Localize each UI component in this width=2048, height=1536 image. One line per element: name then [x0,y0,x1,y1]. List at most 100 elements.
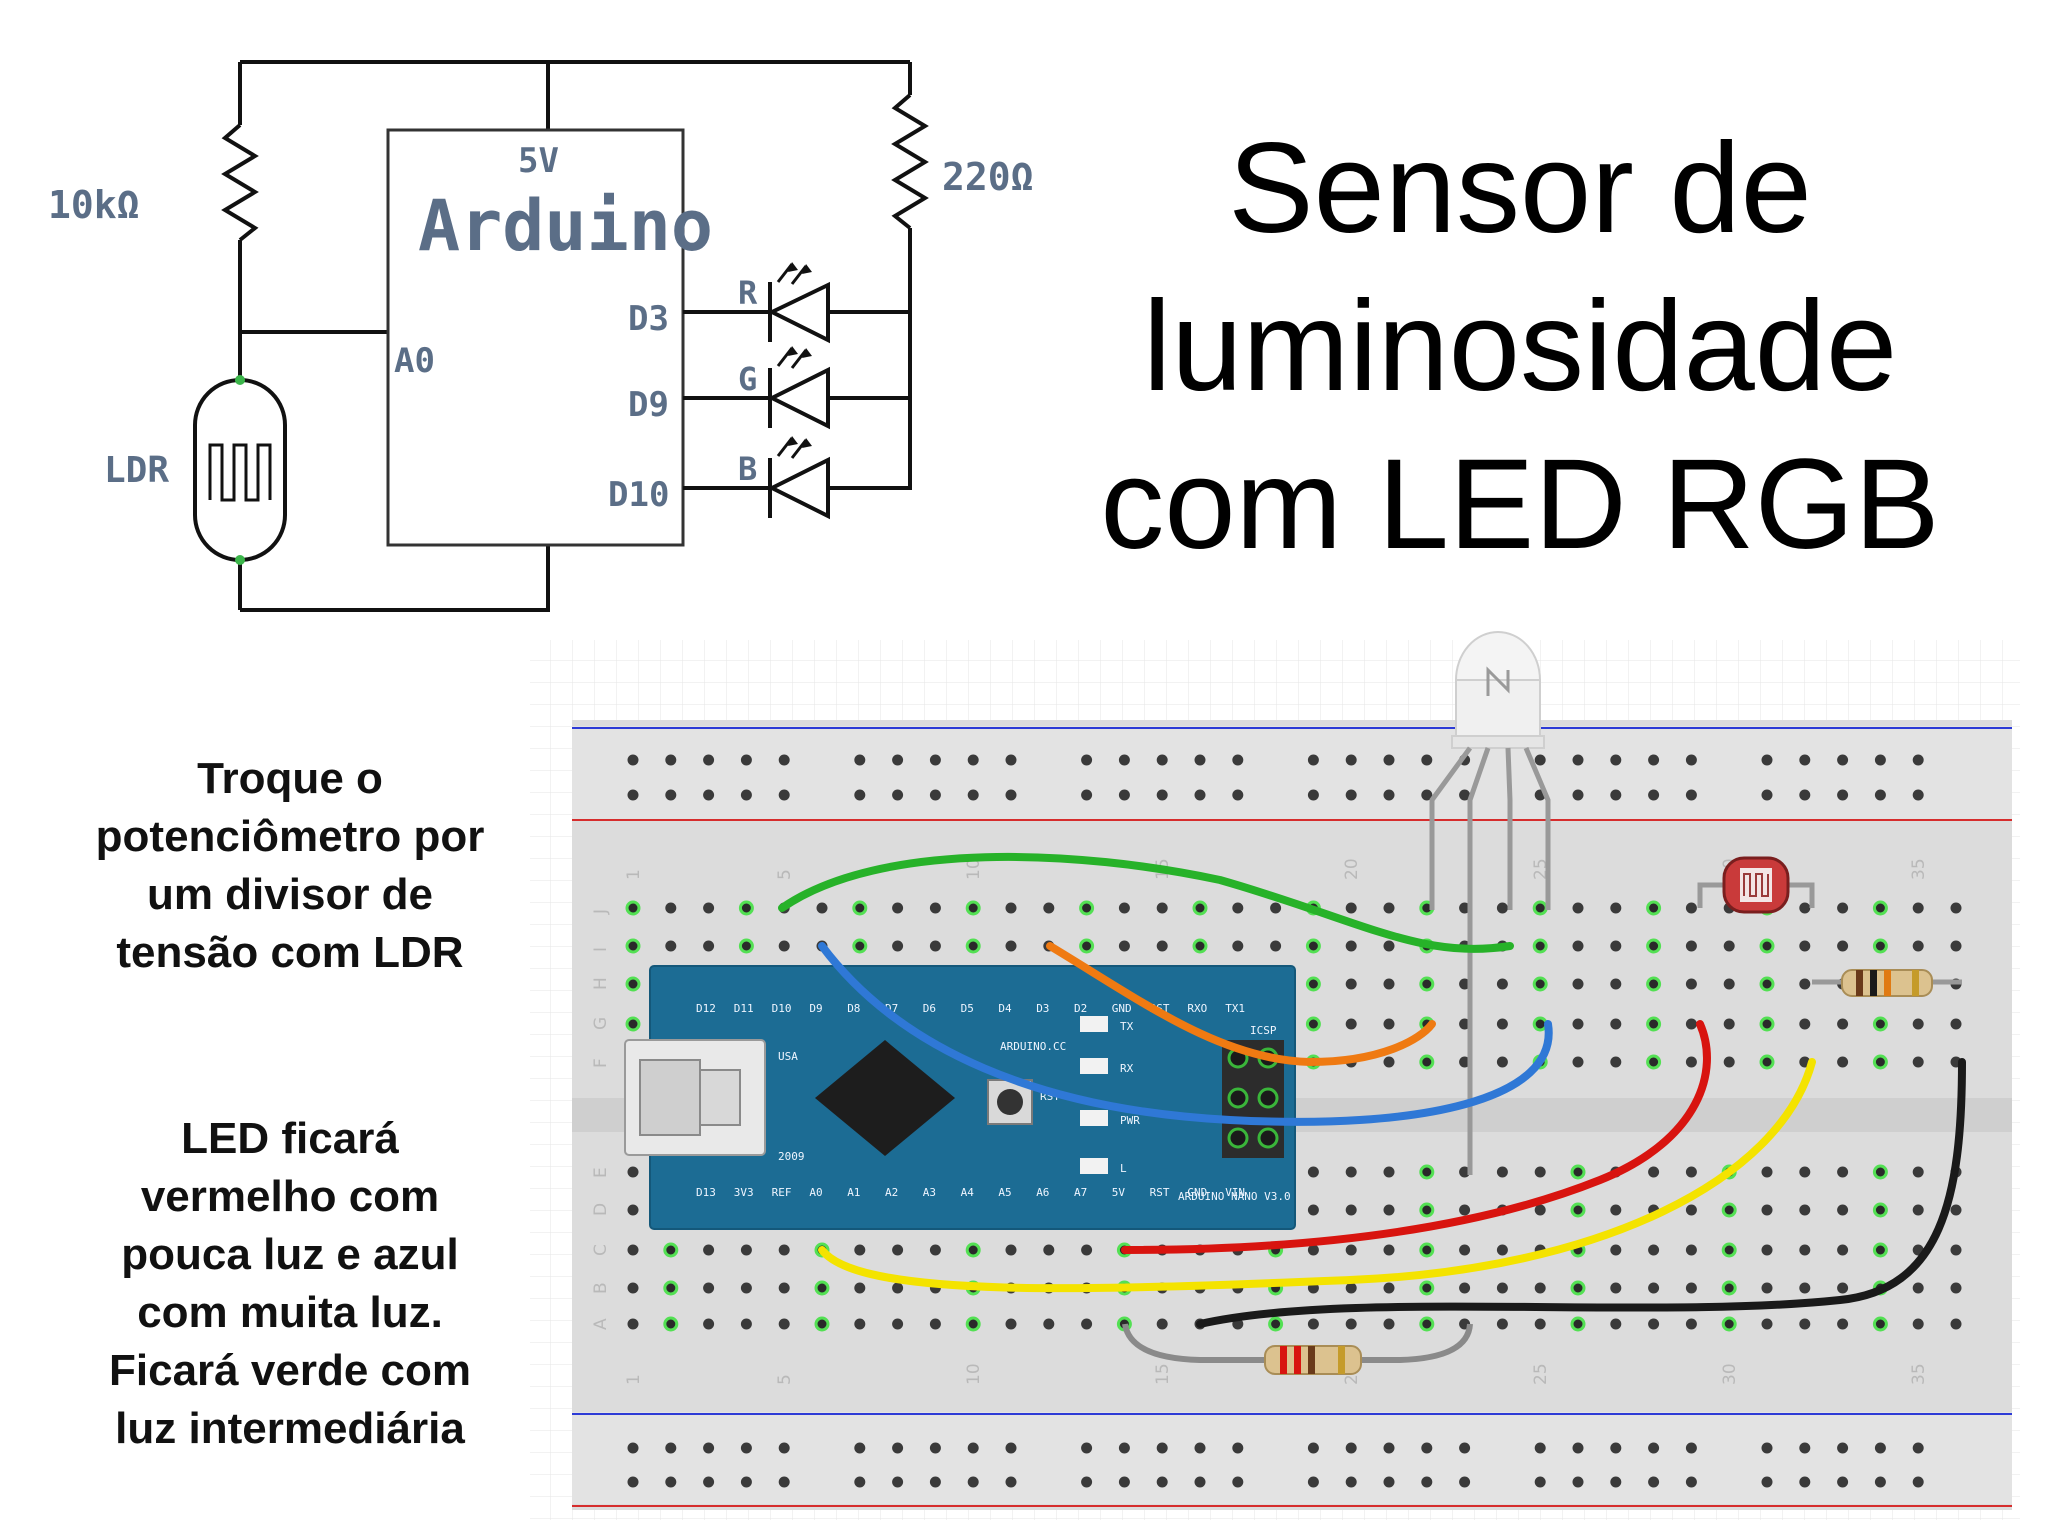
nano-pin-label-top: RXO [1187,1002,1207,1015]
note-line: um divisor de [146,870,434,919]
note-line: vermelho com [140,1172,440,1221]
row-letter: I [591,947,611,952]
nano-pin-label-top: D5 [961,1002,974,1015]
nano-model: ARDUINO NANO V3.0 [1178,1190,1291,1203]
resistor-220 [1122,1323,1473,1375]
column-number-top: 1 [624,869,644,880]
nano-led-tx: TX [1120,1020,1134,1033]
orange-wire [1046,942,1436,1067]
led-r-label: R [738,274,758,312]
row-letter: A [591,1318,611,1330]
note-line: pouca luz e azul [121,1230,459,1279]
nano-pin-label-bottom: A2 [885,1186,898,1199]
nano-pin-label-bottom: A3 [923,1186,936,1199]
page-title: Sensor de luminosidade com LED RGB [1080,110,1960,584]
nano-pin-label-bottom: 5V [1112,1186,1126,1199]
nano-pin-label-top: D6 [923,1002,936,1015]
nano-led-pwr: PWR [1120,1114,1140,1127]
nano-pin-label-bottom: RST [1150,1186,1170,1199]
row-letter: E [591,1167,611,1178]
nano-pin-label-top: TX1 [1225,1002,1245,1015]
row-letter: D [591,1203,611,1216]
nano-led-rx: RX [1120,1062,1134,1075]
blue-wire [818,942,1553,1126]
arduino-nano: TX RX PWR L ARDUINO.CC ARDUINO NANO V3.0… [624,965,1296,1230]
nano-pin-label-bottom: A6 [1036,1186,1049,1199]
ldr-label: LDR [104,450,169,491]
column-number-top: 10 [964,858,984,880]
nano-pin-label-bottom: GND [1187,1186,1207,1199]
jumper-wires [778,852,1966,1328]
nano-pin-label-bottom: A7 [1074,1186,1087,1199]
column-number-bottom: 1 [624,1374,644,1385]
row-letter: H [591,977,611,990]
pin-d3-label: D3 [628,299,669,339]
row-letter: F [591,1058,611,1068]
nano-bottom-pin-labels: D13 3V3 REF A0 A1 A2 A3 A4 A5 A6 A7 5V RST GND VIN [696,1186,1245,1199]
title-line-3: com LED RGB [1100,433,1940,576]
nano-pin-label-top: D4 [998,1002,1012,1015]
row-letter: G [591,1017,611,1030]
note-line: potenciômetro por [95,812,485,861]
nano-pin-label-bottom: A0 [809,1186,822,1199]
pin-a0-label: A0 [394,341,435,381]
nano-pin-label-bottom: REF [772,1186,792,1199]
nano-usb-label: USA [778,1050,798,1063]
row-letter: B [591,1282,611,1294]
column-number-bottom: 30 [1720,1363,1740,1385]
black-wire [1196,1058,1966,1328]
nano-pin-label-top: GND [1112,1002,1132,1015]
column-number-bottom: 25 [1531,1363,1551,1385]
nano-pin-label-bottom: VIN [1225,1186,1245,1199]
title-line-2: luminosidade [1142,275,1898,418]
nano-pin-label-top: D2 [1074,1002,1087,1015]
nano-pin-label-top: D11 [734,1002,754,1015]
column-number-top: 35 [1909,858,1929,880]
green-wire [778,852,1514,953]
nano-pin-label-bottom: A4 [961,1186,975,1199]
note-line: Troque o [197,754,383,803]
note-line: Ficará verde com [109,1346,471,1395]
nano-pin-label-bottom: A5 [998,1186,1011,1199]
note-line: luz intermediária [115,1404,465,1453]
red-wire [1121,1020,1711,1254]
title-line-1: Sensor de [1228,117,1812,260]
nano-led-l: L [1120,1162,1127,1175]
nano-pin-label-top: D8 [847,1002,860,1015]
led-g-label: G [738,360,757,398]
column-number-bottom: 10 [964,1363,984,1385]
rgb-led [1429,631,1551,1175]
row-letter: C [591,1244,611,1256]
l-led [1080,1158,1108,1174]
note-line: LED ficará [181,1114,399,1163]
ldr-component [1697,856,1815,914]
resistor-10k [1812,969,1962,997]
column-number-bottom: 35 [1909,1363,1929,1385]
pin-d9-label: D9 [628,385,669,425]
nano-pin-label-bottom: D13 [696,1186,716,1199]
nano-pin-label-top: D9 [809,1002,822,1015]
resistor-220-label: 220Ω [942,155,1034,199]
column-number-top: 20 [1342,858,1362,880]
note-led-behavior: LED ficará vermelho com pouca luz e azul… [40,1110,540,1458]
led-b-label: B [738,450,757,488]
nano-pin-label-bottom: 3V3 [734,1186,754,1199]
note-line: com muita luz. [137,1288,443,1337]
resistor-10k-label: 10kΩ [48,183,140,227]
nano-pin-label-bottom: A1 [847,1186,860,1199]
nano-pin-label-top: D10 [772,1002,792,1015]
note-ldr-divider: Troque o potenciômetro por um divisor de… [40,750,540,982]
nano-year: 2009 [778,1150,805,1163]
pwr-led [1080,1110,1108,1126]
nano-brand: ARDUINO.CC [1000,1040,1066,1053]
pin-5v-label: 5V [518,141,559,181]
rx-led [1080,1058,1108,1074]
note-line: tensão com LDR [116,928,464,977]
tx-led [1080,1016,1108,1032]
circuit-schematic: 10kΩ 220Ω Arduino 5V A0 D3 D9 D10 LDR R … [48,60,1034,612]
column-number-bottom: 5 [775,1374,795,1385]
pin-d10-label: D10 [608,475,669,515]
nano-pin-label-top: D3 [1036,1002,1049,1015]
